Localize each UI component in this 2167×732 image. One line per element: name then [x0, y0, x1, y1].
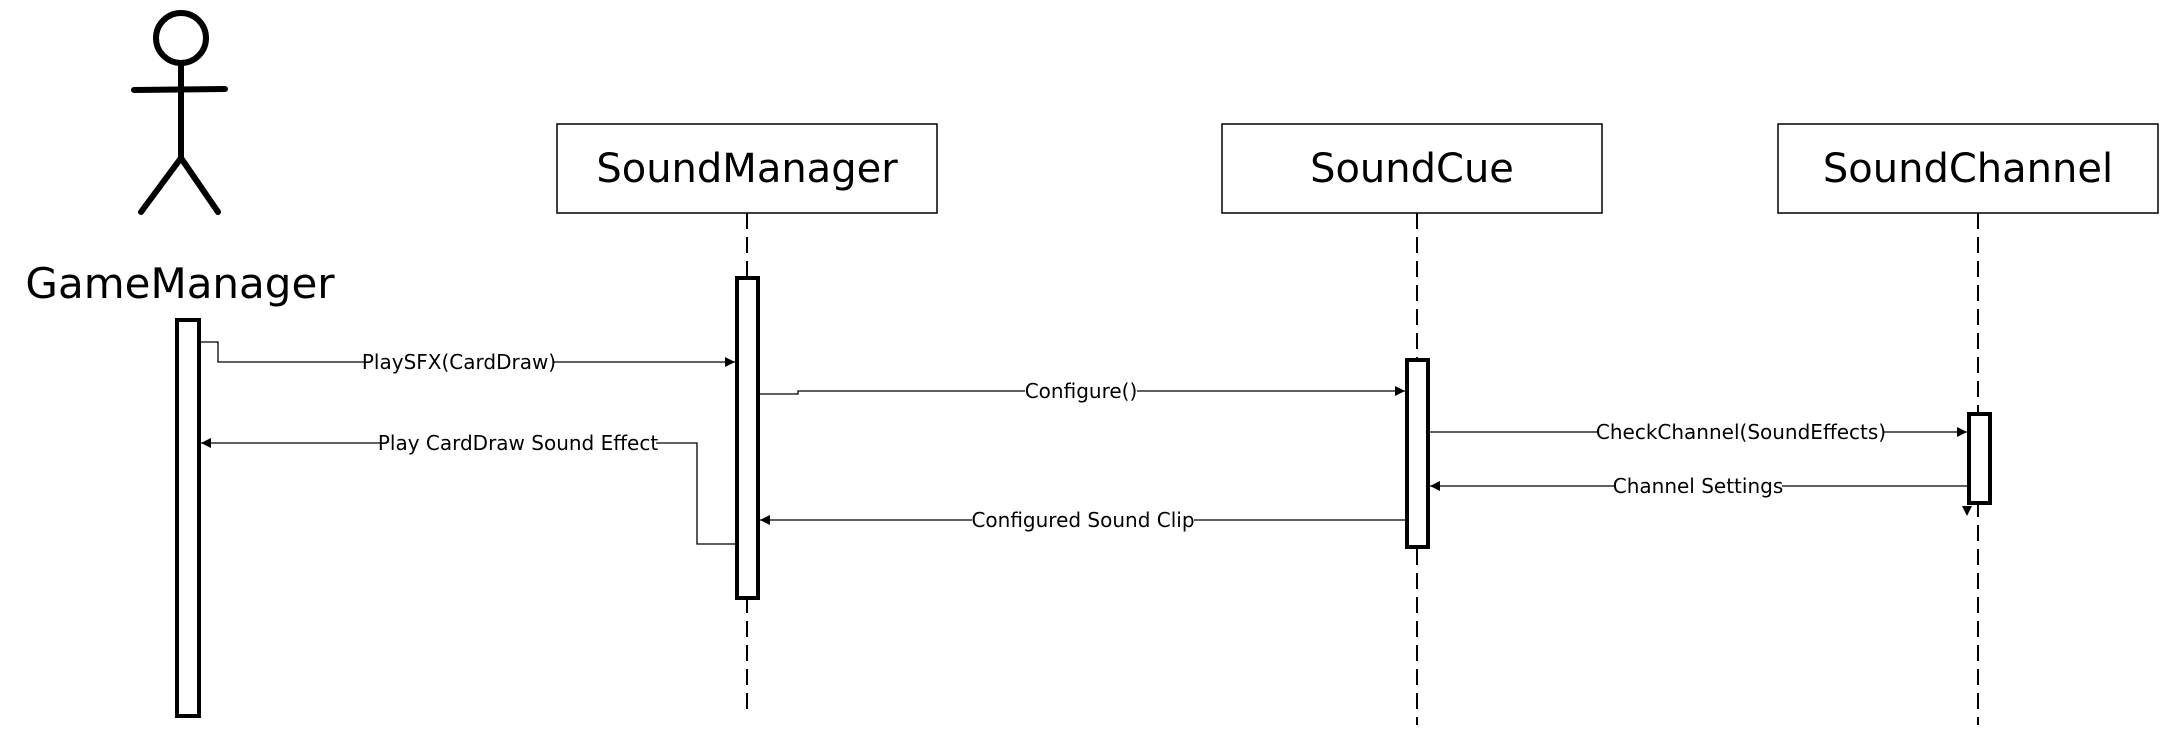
message-configured-sound-clip: Configured Sound Clip — [760, 508, 1407, 532]
message-check-channel: CheckChannel(SoundEffects) — [1428, 420, 1967, 444]
participant-label: SoundManager — [596, 146, 898, 192]
participant-sound-channel: SoundChannel — [1777, 123, 2159, 214]
participant-sound-cue: SoundCue — [1221, 123, 1603, 214]
message-channel-settings: Channel Settings — [1430, 474, 1972, 516]
activation-game-manager — [175, 318, 201, 718]
participant-label: SoundChannel — [1823, 146, 2113, 192]
message-configure: Configure() — [758, 379, 1405, 403]
message-label: Configured Sound Clip — [971, 508, 1194, 532]
actor-label: GameManager — [25, 259, 335, 308]
actor-icon — [131, 10, 228, 215]
message-playsfx: PlaySFX(CardDraw) — [199, 341, 735, 374]
message-play-carddraw: Play CardDraw Sound Effect — [201, 431, 737, 545]
message-label: Play CardDraw Sound Effect — [378, 431, 659, 455]
activation-sound-manager — [735, 276, 760, 600]
message-label: PlaySFX(CardDraw) — [362, 350, 556, 374]
participant-sound-manager: SoundManager — [556, 123, 938, 214]
activation-sound-cue — [1405, 358, 1430, 549]
activation-sound-channel — [1967, 412, 1992, 505]
message-label: Configure() — [1025, 379, 1138, 403]
message-label: Channel Settings — [1613, 474, 1784, 498]
arrowhead-icon — [1962, 506, 1972, 516]
participant-label: SoundCue — [1310, 146, 1514, 192]
message-label: CheckChannel(SoundEffects) — [1596, 420, 1886, 444]
